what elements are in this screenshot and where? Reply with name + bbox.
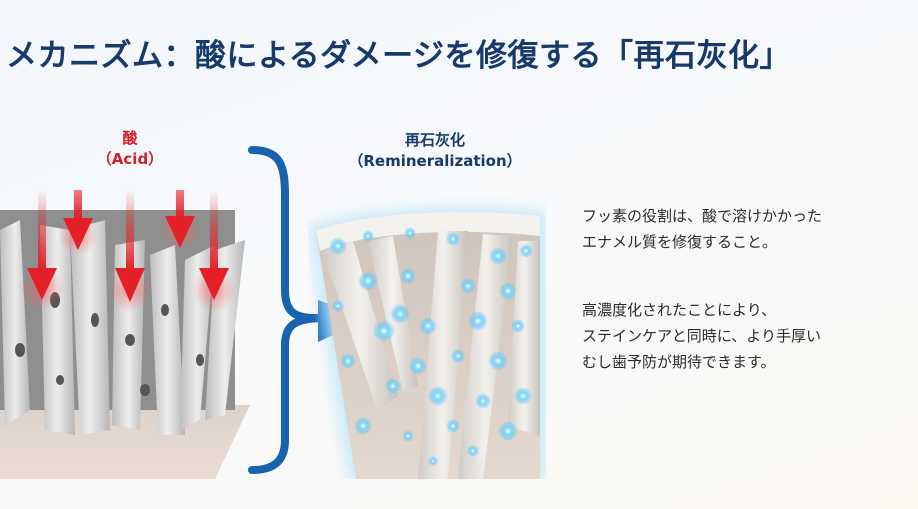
slide-title: メカニズム：酸によるダメージを修復する「再石灰化」 [6, 38, 792, 74]
acid-arrow-icons [27, 190, 229, 302]
remineralization-label-en: （Remineralization） [348, 152, 522, 170]
remineralization-label: 再石灰化 （Remineralization） [310, 130, 560, 172]
description-text: フッ素の役割は、酸で溶けかかった エナメル質を修復すること。 高濃度化されたこと… [582, 203, 902, 375]
acid-label-en: （Acid） [96, 150, 164, 168]
damaged-enamel-illustration [0, 190, 250, 479]
description-paragraph-1: フッ素の役割は、酸で溶けかかった エナメル質を修復すること。 [582, 207, 823, 251]
remineralized-enamel-illustration [308, 207, 546, 479]
acid-label-jp: 酸 [122, 129, 138, 147]
description-paragraph-2: 高濃度化されたことにより、 ステインケアと同時に、より手厚い むし歯予防が期待で… [582, 301, 821, 371]
remineralization-label-jp: 再石灰化 [404, 131, 465, 149]
acid-label: 酸 （Acid） [95, 128, 165, 170]
